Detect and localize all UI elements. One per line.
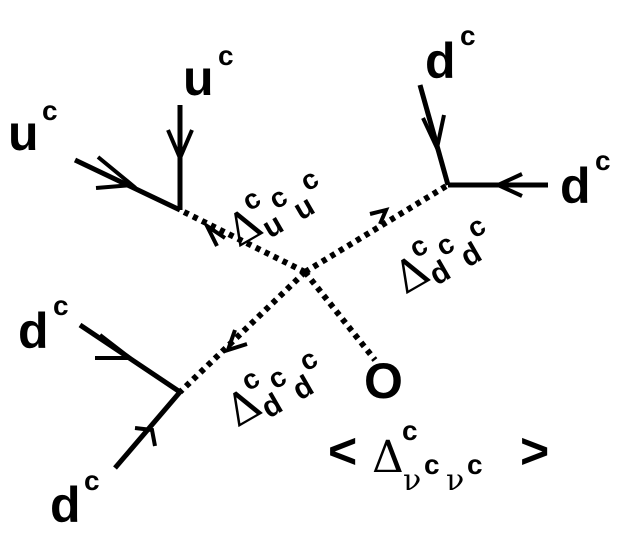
svg-text:d: d [455, 236, 487, 274]
label-d-bl-lower: d [50, 477, 81, 533]
arrow-head-icon [201, 220, 227, 247]
propagator-label-uu: Δ c u c u c [218, 162, 324, 257]
leg-top-right-diagonal [417, 84, 451, 186]
svg-text:u: u [288, 189, 320, 227]
label-d-bl-lower-sup: c [84, 465, 100, 496]
svg-text:c: c [402, 415, 418, 446]
arrow-head-icon [134, 426, 157, 447]
svg-text:ν: ν [446, 463, 464, 498]
vev-marker: O [364, 353, 403, 409]
arrow-head-icon [493, 172, 523, 198]
arrow-head-icon [95, 155, 138, 190]
label-d-bl-upper: d [18, 303, 49, 359]
svg-text:<: < [328, 423, 357, 479]
label-d-bl-upper-sup: c [53, 290, 69, 321]
arrow-head-icon [421, 114, 446, 155]
propagator-dd-left [177, 269, 308, 395]
label-u-left-sup: c [42, 95, 58, 126]
arrow-head-icon [369, 207, 390, 225]
label-u-top-sup: c [218, 40, 234, 71]
vev-expression: < Δ c ν c ν c > [328, 415, 549, 498]
label-u-left: u [8, 105, 39, 161]
svg-text:Δ: Δ [372, 432, 404, 483]
arrow-head-icon [166, 129, 194, 164]
label-u-top: u [183, 50, 214, 106]
arrow-head-icon [224, 329, 248, 354]
svg-text:c: c [467, 449, 483, 480]
label-d-top: d [425, 33, 456, 89]
label-d-top-sup: c [460, 20, 476, 51]
svg-text:d: d [287, 369, 319, 407]
arrow-head-icon [95, 333, 136, 360]
svg-text:c: c [424, 449, 440, 480]
svg-text:>: > [520, 423, 549, 479]
label-d-right: d [560, 158, 591, 214]
label-d-right-sup: c [595, 145, 611, 176]
svg-text:ν: ν [403, 463, 421, 498]
propagator-label-dd-right: Δ c d c d c [385, 209, 491, 304]
propagator-vev [302, 270, 378, 362]
propagator-dd-right [303, 182, 450, 275]
propagator-uu [178, 207, 307, 275]
